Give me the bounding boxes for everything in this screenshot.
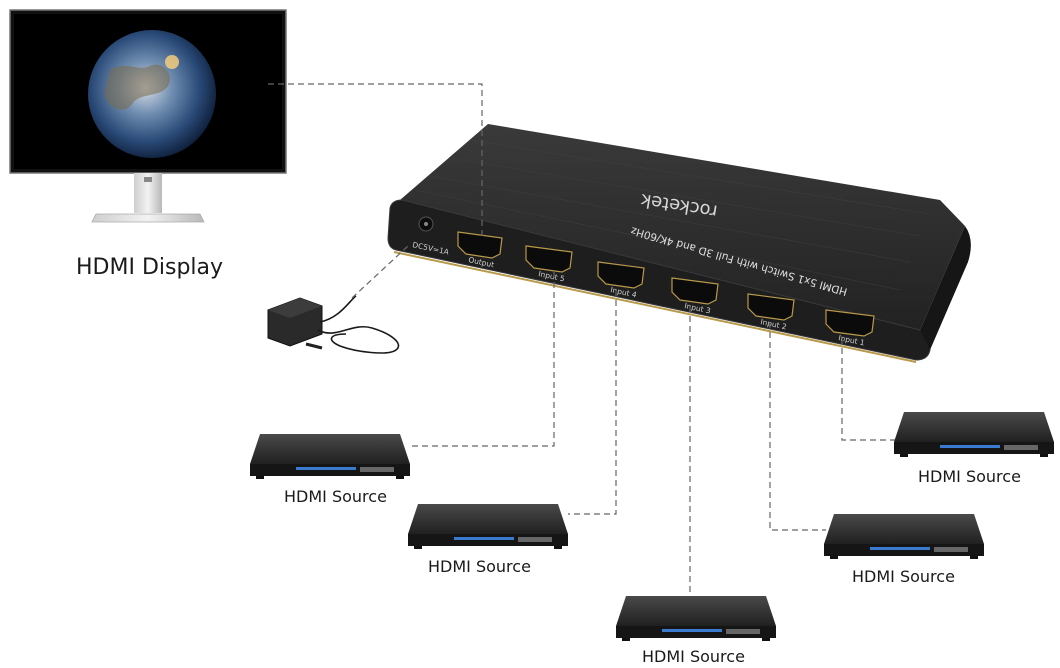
line-input-5 <box>412 272 554 446</box>
source-label: HDMI Source <box>642 647 745 666</box>
monitor-stand-button <box>144 177 152 182</box>
adapter-cable <box>318 296 399 353</box>
source-label: HDMI Source <box>428 557 531 576</box>
monitor-base <box>92 214 204 222</box>
adapter-plug <box>306 344 322 348</box>
hdmi-source-1 <box>250 434 410 479</box>
source-label: HDMI Source <box>918 467 1021 486</box>
line-power <box>352 246 408 298</box>
sun-glint <box>165 55 179 69</box>
hdmi-source-3 <box>616 596 776 641</box>
source-label: HDMI Source <box>852 567 955 586</box>
line-input-4 <box>568 290 616 514</box>
line-input-2 <box>770 322 826 530</box>
source-label: HDMI Source <box>284 487 387 506</box>
monitor <box>10 10 286 222</box>
hdmi-switch: rocketek HDMI 5x1 Switch with Full 3D an… <box>388 124 971 362</box>
hdmi-source-5 <box>894 412 1054 457</box>
power-adapter <box>268 296 399 353</box>
hdmi-source-4 <box>824 514 984 559</box>
power-jack-pin <box>424 222 428 226</box>
display-label: HDMI Display <box>76 255 223 280</box>
hdmi-source-2 <box>408 504 568 549</box>
